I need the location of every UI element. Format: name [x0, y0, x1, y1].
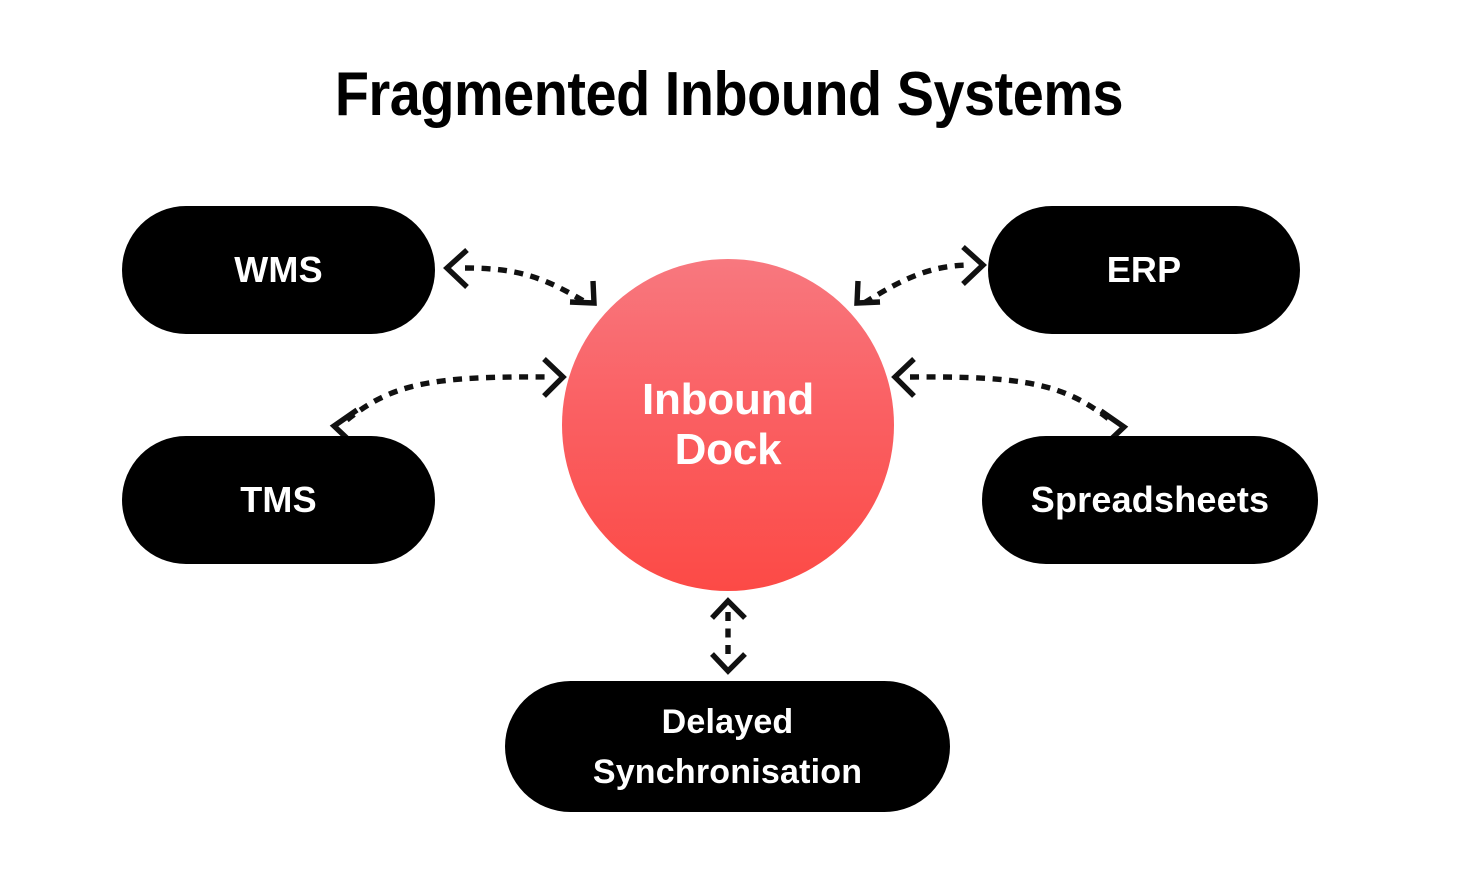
connector-hub-erp: [854, 244, 987, 306]
node-spreadsheets-label: Spreadsheets: [1030, 479, 1270, 520]
arrowhead-wms: [443, 247, 469, 289]
connector-wms-hub: [443, 247, 597, 306]
node-wms[interactable]: WMS: [122, 206, 435, 334]
connector-hub-spreadsheets-line: [909, 374, 1112, 423]
connector-hub-spreadsheets: [891, 357, 1129, 446]
connector-hub-delayed-sync: [710, 597, 747, 675]
arrowhead-hub-from-delayed-sync: [710, 597, 747, 620]
connector-hub-erp-line: [862, 262, 969, 306]
node-tms-label: TMS: [240, 479, 317, 520]
node-delayed-synchronisation[interactable]: Delayed Synchronisation: [505, 681, 950, 812]
node-delayed-synchronisation-label: Delayed Synchronisation: [592, 702, 863, 791]
arrowhead-erp: [961, 244, 987, 286]
connector-wms-hub-line: [464, 265, 589, 306]
arrowhead-hub-from-erp: [854, 280, 881, 306]
arrowhead-delayed-sync: [710, 652, 747, 675]
connector-tms-hub-line: [345, 374, 549, 423]
node-inbound-dock-hub[interactable]: Inbound Dock: [562, 259, 894, 591]
node-erp-label: ERP: [1106, 249, 1182, 290]
page-title: Fragmented Inbound Systems: [334, 60, 1124, 129]
node-tms[interactable]: TMS: [122, 436, 435, 564]
node-inbound-dock-hub-label: Inbound Dock: [641, 375, 815, 474]
connector-tms-hub: [329, 357, 567, 445]
arrowhead-hub-from-wms: [569, 280, 597, 306]
node-spreadsheets[interactable]: Spreadsheets: [982, 436, 1318, 564]
arrowhead-hub-from-spreadsheets: [891, 357, 916, 398]
node-erp[interactable]: ERP: [988, 206, 1300, 334]
node-wms-label: WMS: [234, 249, 323, 290]
arrowhead-hub-from-tms: [542, 357, 567, 398]
